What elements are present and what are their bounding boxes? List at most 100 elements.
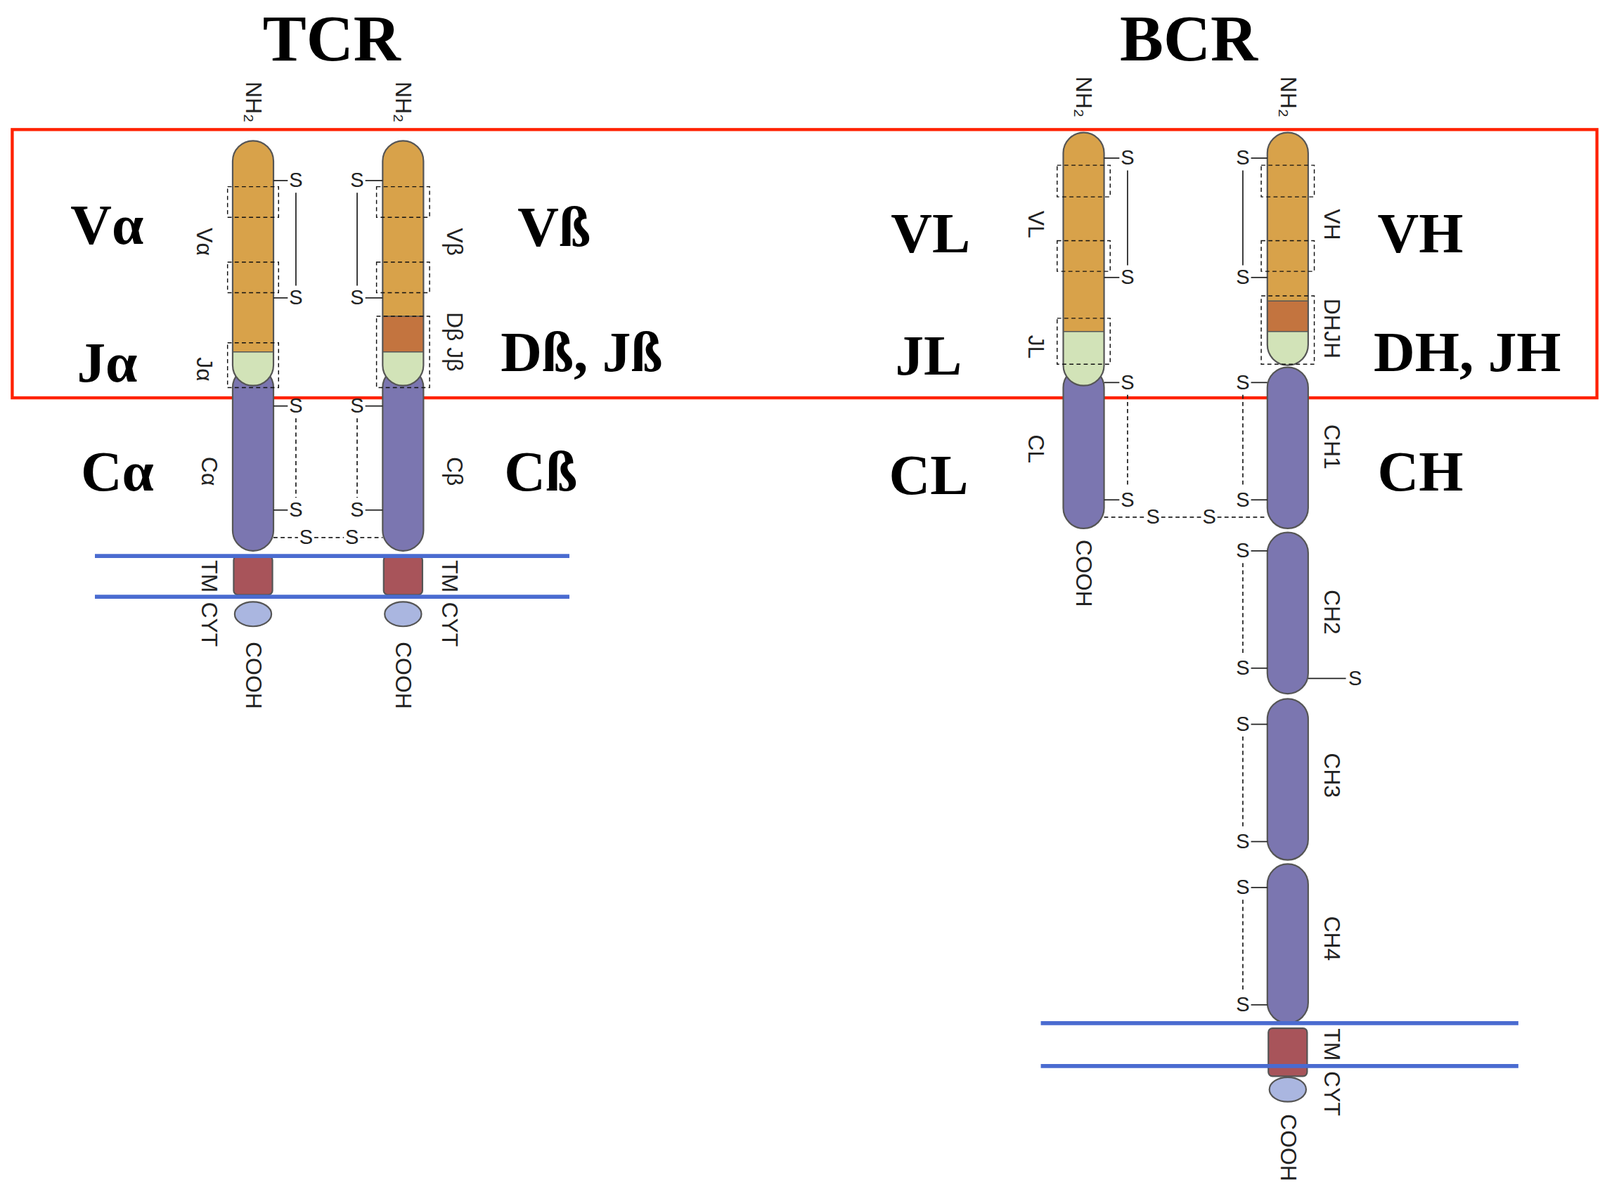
domain-label: NH₂ [389,81,417,124]
dashed-box [376,316,430,389]
sulfur-label: S [1120,265,1134,289]
disulfide-line [1126,395,1129,488]
disulfide-line [273,405,288,408]
region-label: VH [1377,199,1464,266]
sulfur-label: S [1235,875,1250,900]
disulfide-line [1251,157,1268,159]
transmembrane-segment [233,556,273,595]
region-label: Vß [517,194,591,260]
disulfide-line [365,297,384,299]
region-label: Dß, Jß [500,319,663,385]
sulfur-label: S [1120,146,1134,170]
sulfur-label: S [1235,712,1250,737]
sulfur-label: S [1202,505,1216,529]
constant-domain [1267,532,1309,694]
disulfide-line [1251,887,1268,889]
variable-outline [1062,132,1104,386]
dashed-box [227,262,280,294]
membrane-line [1041,1064,1519,1069]
region-label: Jα [76,329,138,396]
chain-title: TCR [262,0,401,76]
membrane-line [94,594,570,599]
sulfur-label: S [350,286,364,310]
dashed-box [1261,241,1314,273]
domain-label: Cβ [440,456,468,486]
disulfide-line [1242,736,1244,830]
segment [1267,132,1309,302]
constant-domain [1267,367,1309,529]
sulfur-label: S [1120,488,1134,512]
region-label: Cß [504,438,578,505]
domain-label: VH [1318,208,1345,240]
variable-domain [1267,132,1309,366]
constant-domain [1062,367,1104,529]
disulfide-line [1251,724,1268,726]
region-label: Vα [70,191,144,258]
dashed-box [1057,165,1111,197]
dashed-box [376,262,430,294]
segment-boundary [232,351,274,353]
sulfur-label: S [1235,539,1250,563]
disulfide-line [1104,381,1120,384]
dashed-box [376,186,430,218]
sulfur-label: S [288,168,303,192]
segment-boundary [382,315,424,317]
segment [232,140,274,352]
disulfide-line [273,297,288,299]
disulfide-line [356,192,358,286]
disulfide-line [273,509,288,512]
disulfide-line [1242,395,1244,488]
disulfide-bonds [273,158,1347,1006]
segment [1062,331,1104,386]
sulfur-label: S [1235,488,1250,512]
disulfide-line [359,537,383,539]
domain-label: NH₂ [1070,76,1098,119]
region-label: CL [888,442,969,508]
disulfide-line [295,418,297,498]
domain-label: JL [1022,335,1049,360]
disulfide-line [314,537,344,539]
sulfur-label: S [299,525,313,550]
chain-title: BCR [1119,0,1258,76]
domain-label: CYT [435,601,463,647]
dashed-box [1261,165,1314,197]
domain-label: CH1 [1318,424,1345,470]
sulfur-label: S [1235,993,1250,1017]
dashed-box [227,186,280,218]
variable-outline [1267,132,1309,366]
sulfur-label: S [288,286,303,310]
segment-boundary [1062,331,1104,332]
variable-outline [232,140,274,386]
domain-label: CH2 [1318,589,1345,635]
sulfur-label: S [1235,265,1250,289]
disulfide-line [273,179,288,182]
sulfur-label: S [1146,505,1160,529]
domain-label: COOH [1274,1114,1302,1182]
domain-label: CH4 [1318,915,1345,961]
domain-label: COOH [389,641,417,710]
disulfide-line [1104,157,1120,159]
disulfide-line [1104,499,1120,501]
domain-label: NH₂ [1274,76,1302,119]
disulfide-line [295,192,297,286]
variable-outline [382,140,424,386]
constant-domain [232,367,274,552]
disulfide-line [1251,550,1268,552]
disulfide-line [1104,516,1146,519]
membrane-line [94,553,570,559]
domain-label: TM [1318,1028,1345,1061]
sulfur-label: S [350,498,364,522]
domain-label: VL [1022,210,1049,239]
domain-label: CYT [196,601,223,647]
domain-label: Cα [196,456,223,487]
domain-label: TM [435,560,463,593]
variable-domain [232,140,274,386]
segment [1062,132,1104,332]
disulfide-line [1251,381,1268,384]
constant-domain [1267,698,1309,860]
sulfur-label: S [1348,667,1362,691]
constant-domains [232,367,1309,1024]
disulfide-line [1251,841,1268,843]
